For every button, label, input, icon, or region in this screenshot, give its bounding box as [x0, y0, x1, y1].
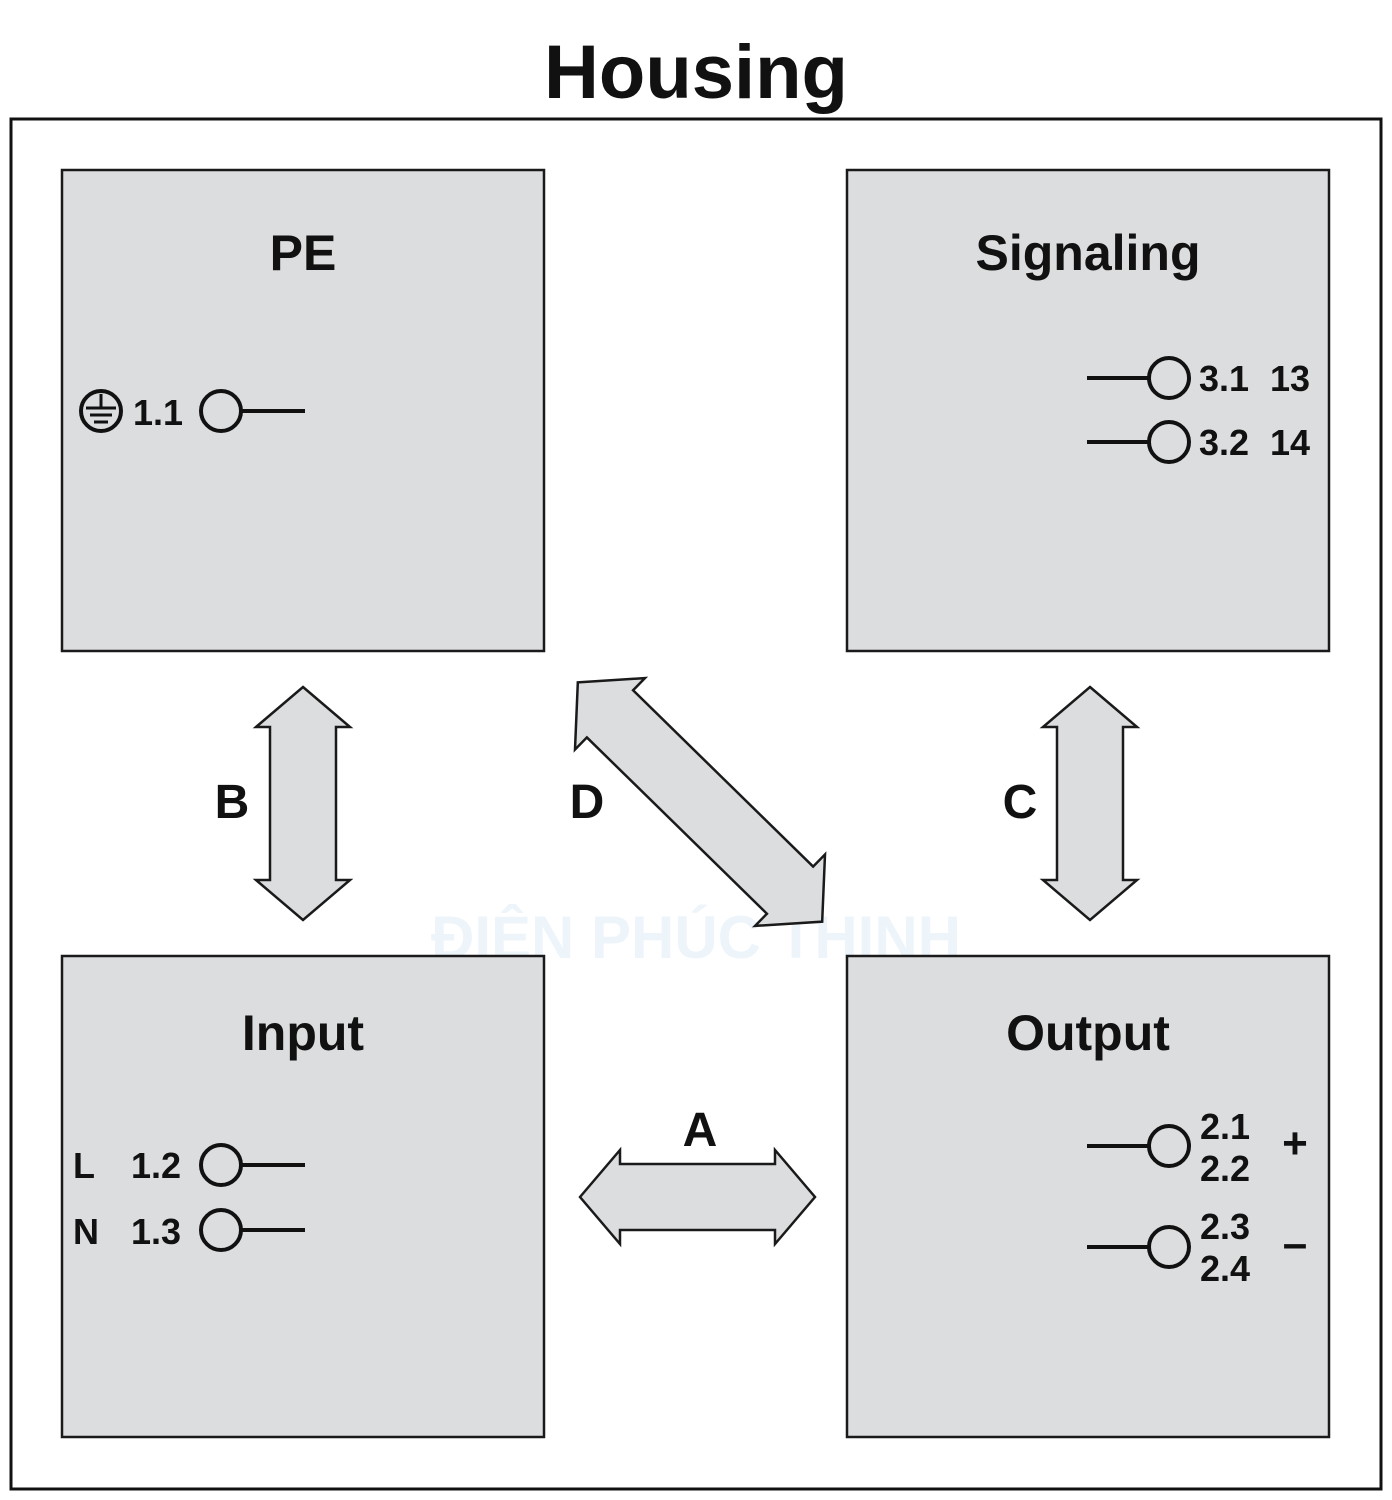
arrow-c	[1039, 685, 1141, 922]
pe-title: PE	[270, 225, 337, 281]
label-d: D	[570, 776, 605, 829]
output-title: Output	[1006, 1005, 1170, 1061]
terminal-negative	[1087, 1225, 1191, 1269]
terminal-label-3-2: 3.2	[1199, 422, 1249, 463]
terminal-label-1-1: 1.1	[133, 392, 183, 433]
pin-label-13: 13	[1270, 358, 1310, 399]
terminal-label-2-3: 2.3	[1200, 1206, 1250, 1247]
diagram-title: Housing	[544, 30, 848, 115]
signaling-title: Signaling	[976, 225, 1201, 281]
pe-block: PE 1.1	[60, 168, 546, 653]
terminal-label-3-1: 3.1	[1199, 358, 1249, 399]
label-b: B	[215, 776, 250, 829]
output-block: Output 2.1 2.2 + 2.3 2.4 –	[845, 954, 1331, 1439]
terminal-3-1	[1087, 356, 1191, 400]
polarity-plus: +	[1282, 1119, 1308, 1168]
terminal-label-2-1: 2.1	[1200, 1106, 1250, 1147]
ground-icon	[79, 389, 123, 433]
arrow-d	[573, 676, 827, 928]
label-a: A	[683, 1104, 718, 1157]
polarity-minus: –	[1283, 1219, 1307, 1268]
signaling-block: Signaling 3.1 13 3.2 14	[845, 168, 1331, 653]
terminal-label-1-3: 1.3	[131, 1211, 181, 1252]
terminal-label-2-4: 2.4	[1200, 1248, 1250, 1289]
arrow-b	[252, 685, 354, 922]
terminal-positive	[1087, 1124, 1191, 1168]
terminal-label-2-2: 2.2	[1200, 1148, 1250, 1189]
arrow-a	[578, 1146, 817, 1248]
input-title: Input	[242, 1005, 365, 1061]
terminal-label-1-2: 1.2	[131, 1145, 181, 1186]
input-block: Input L 1.2 N 1.3	[60, 954, 546, 1439]
pin-label-14: 14	[1270, 422, 1310, 463]
label-c: C	[1003, 776, 1038, 829]
housing-frame	[9, 117, 1383, 1491]
terminal-1-3	[199, 1208, 305, 1252]
terminal-1-2	[199, 1143, 305, 1187]
line-label-l: L	[73, 1145, 95, 1186]
neutral-label-n: N	[73, 1211, 99, 1252]
terminal-3-2	[1087, 420, 1191, 464]
terminal-1-1	[199, 389, 305, 433]
